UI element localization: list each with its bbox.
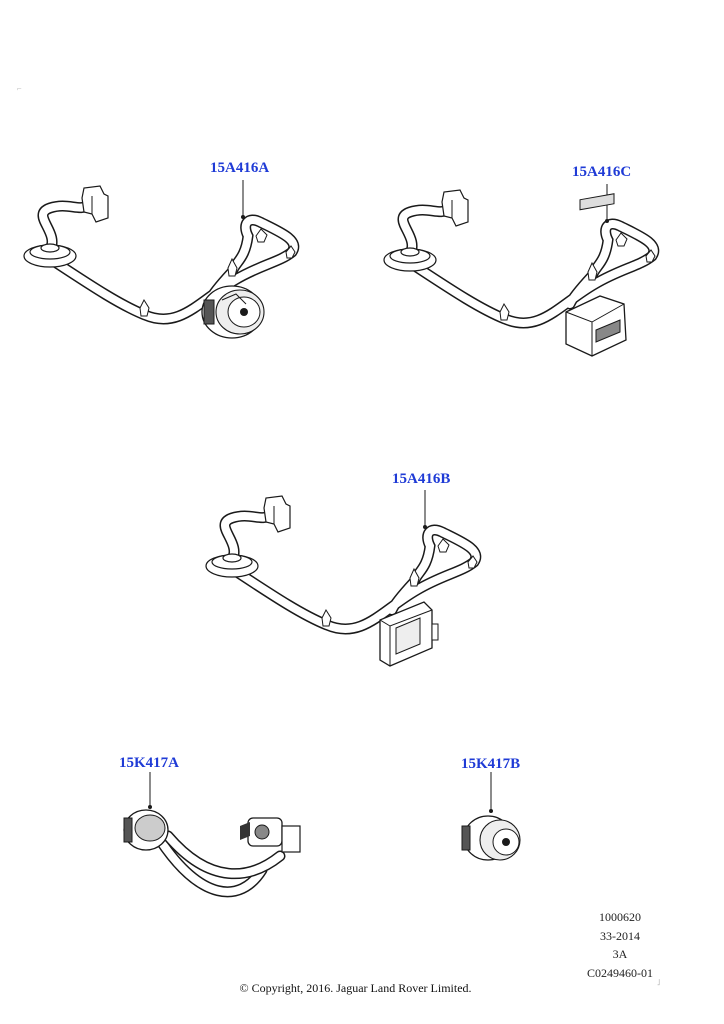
illustration-reference: 1000620 33-2014 3A C0249460-01 — [560, 908, 680, 982]
left-plug-icon — [123, 809, 169, 851]
reference-line-3: 3A — [612, 947, 628, 961]
right-plug-icon — [240, 817, 301, 853]
reference-line-1: 1000620 — [599, 910, 641, 924]
socket-lead-15k417a — [123, 772, 301, 898]
harness-15a416b — [206, 490, 477, 667]
module-connector-icon — [565, 193, 627, 357]
part-label-15a416c: 15A416C — [572, 164, 632, 180]
harness-15a416c — [384, 184, 655, 357]
copyright-notice: © Copyright, 2016. Jaguar Land Rover Lim… — [239, 981, 472, 995]
socket-icon — [461, 815, 521, 861]
socket-15k417b — [461, 772, 521, 861]
box-module-icon — [379, 601, 439, 667]
round-socket-icon — [201, 285, 265, 339]
reference-line-2: 33-2014 — [600, 928, 640, 943]
harness-15a416a — [24, 180, 295, 339]
reference-line-4: C0249460-01 — [587, 965, 653, 980]
part-label-15a416a: 15A416A — [210, 160, 270, 176]
part-label-15k417b: 15K417B — [461, 756, 521, 772]
corner-mark-top-left: ⌐ — [17, 84, 22, 93]
part-label-15a416b: 15A416B — [392, 471, 451, 487]
corner-mark-bottom-right: ˩ — [657, 978, 661, 987]
part-label-15k417a: 15K417A — [119, 755, 179, 771]
